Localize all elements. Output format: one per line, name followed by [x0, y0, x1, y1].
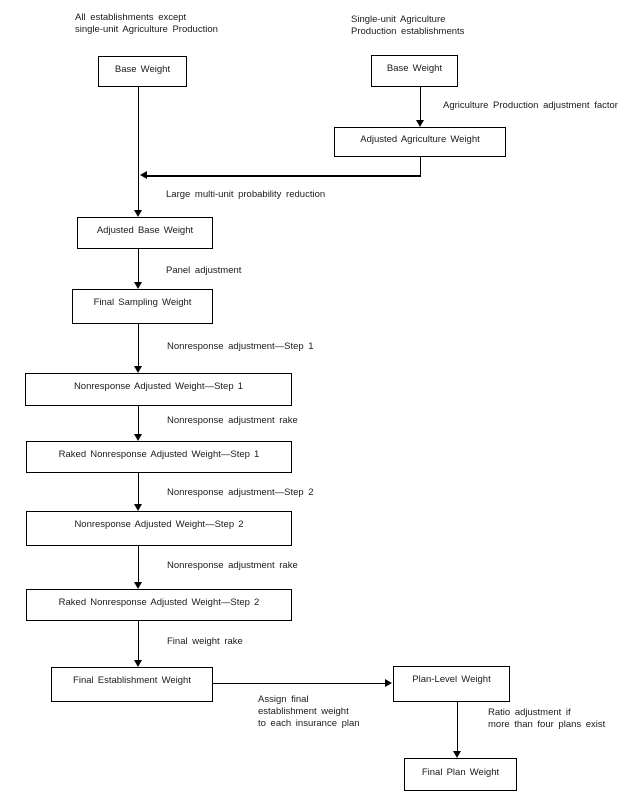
- connector-main-spine-5: [137, 473, 140, 504]
- connector-establishment-to-plan: [213, 682, 386, 685]
- node-raked-nonresponse-adjusted-weight-step1: Raked Nonresponse Adjusted Weight—Step 1: [26, 441, 292, 473]
- arrowhead-down-icon: [134, 282, 142, 289]
- arrowhead-down-icon: [453, 751, 461, 758]
- edge-label-ratio-adjustment: Ratio adjustment if more than four plans…: [488, 707, 606, 730]
- arrowhead-down-icon: [134, 660, 142, 667]
- node-base-weight-right: Base Weight: [371, 55, 458, 87]
- arrowhead-down-icon: [134, 504, 142, 511]
- connector-main-spine-7: [137, 621, 140, 660]
- connector-adjusted-agriculture-down: [419, 157, 422, 176]
- connector-main-spine-4: [137, 406, 140, 434]
- node-raked-nonresponse-adjusted-weight-step2: Raked Nonresponse Adjusted Weight—Step 2: [26, 589, 292, 621]
- arrowhead-down-icon: [415, 120, 424, 127]
- edge-label-nonresponse-adjustment-step1: Nonresponse adjustment—Step 1: [167, 341, 314, 352]
- connector-main-spine-2: [137, 249, 140, 282]
- node-final-sampling-weight: Final Sampling Weight: [72, 289, 213, 324]
- arrowhead-left-icon: [140, 171, 147, 180]
- edge-label-agriculture-adjustment-factor: Agriculture Production adjustment factor: [443, 100, 618, 111]
- edge-label-final-weight-rake: Final weight rake: [167, 636, 243, 647]
- node-base-weight-left: Base Weight: [98, 56, 187, 87]
- edge-label-nonresponse-adjustment-rake1: Nonresponse adjustment rake: [167, 415, 298, 426]
- edge-label-nonresponse-adjustment-rake2: Nonresponse adjustment rake: [167, 560, 298, 571]
- node-adjusted-base-weight: Adjusted Base Weight: [77, 217, 213, 249]
- arrowhead-down-icon: [134, 210, 142, 217]
- edge-label-panel-adjustment: Panel adjustment: [166, 265, 242, 276]
- edge-label-assign-final: Assign final establishment weight to eac…: [258, 694, 360, 729]
- node-adjusted-agriculture-weight: Adjusted Agriculture Weight: [334, 127, 506, 157]
- node-nonresponse-adjusted-weight-step2: Nonresponse Adjusted Weight—Step 2: [26, 511, 292, 546]
- node-plan-level-weight: Plan-Level Weight: [393, 666, 510, 702]
- branch-label-left: All establishments except single-unit Ag…: [75, 12, 218, 35]
- edge-label-large-multi-unit-reduction: Large multi-unit probability reduction: [166, 189, 326, 200]
- node-final-plan-weight: Final Plan Weight: [404, 758, 517, 791]
- arrowhead-down-icon: [134, 434, 142, 441]
- node-final-establishment-weight: Final Establishment Weight: [51, 667, 213, 702]
- connector-base-weight-right-down: [419, 87, 422, 121]
- connector-plan-level-down: [456, 702, 459, 751]
- arrowhead-down-icon: [134, 582, 142, 589]
- connector-main-spine-6: [137, 546, 140, 582]
- connector-main-spine-1: [137, 87, 140, 211]
- arrowhead-down-icon: [134, 366, 142, 373]
- arrowhead-right-icon: [385, 679, 392, 687]
- edge-label-nonresponse-adjustment-step2: Nonresponse adjustment—Step 2: [167, 487, 314, 498]
- connector-main-spine-3: [137, 324, 140, 366]
- connector-merge-horizontal: [146, 175, 421, 177]
- branch-label-right: Single-unit Agriculture Production estab…: [351, 14, 465, 37]
- node-nonresponse-adjusted-weight-step1: Nonresponse Adjusted Weight—Step 1: [25, 373, 292, 406]
